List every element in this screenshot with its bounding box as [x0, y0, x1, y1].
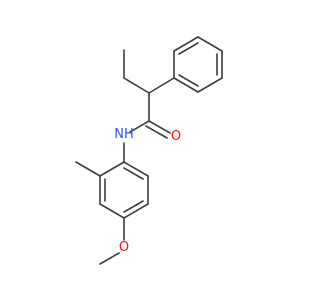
nh-label: NH [114, 127, 134, 142]
carbonyl-oxygen-label: O [171, 129, 181, 144]
bond-ethyl-ch2-ch [123, 77, 150, 94]
bond-oxygen-methyl [99, 252, 120, 265]
bond-carbonyl-double-1 [148, 120, 171, 134]
bond-carbonyl-double-2 [145, 125, 168, 139]
methoxyaryl-ring [99, 161, 149, 219]
methoxy-oxygen-label: O [119, 240, 129, 255]
atom-nh: NH [114, 127, 134, 142]
molecule-structure: NH O O [75, 36, 223, 265]
atom-methoxy-oxygen: O [119, 240, 129, 255]
bond-ring-methyl [75, 161, 101, 177]
bond-carbonyl-nitrogen [129, 120, 150, 133]
atom-carbonyl-oxygen: O [171, 129, 181, 144]
bond-alpha-phenyl [148, 77, 175, 94]
phenyl-ring [173, 36, 223, 93]
